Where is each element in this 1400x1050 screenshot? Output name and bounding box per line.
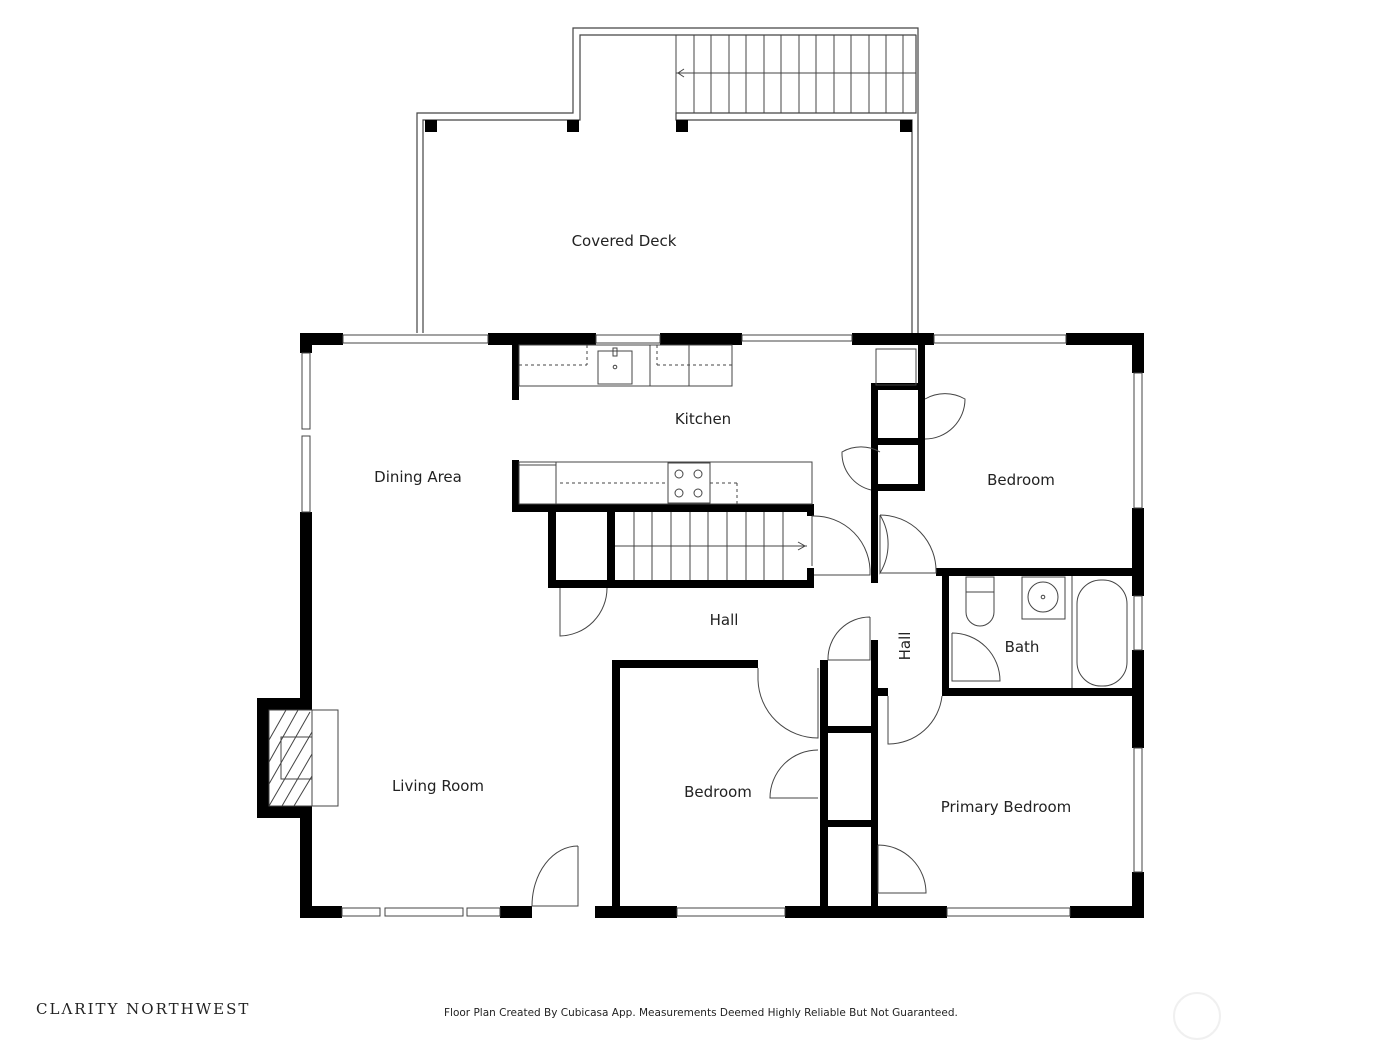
label-kitchen: Kitchen [675, 410, 731, 428]
label-living-room: Living Room [392, 777, 484, 795]
watermark-icon [1173, 992, 1221, 1040]
label-dining-area: Dining Area [374, 468, 462, 486]
fireplace [268, 709, 339, 807]
label-bedroom-s: Bedroom [684, 783, 752, 801]
windows [301, 334, 1143, 917]
label-bath: Bath [1005, 638, 1040, 656]
disclaimer-text: Floor Plan Created By Cubicasa App. Meas… [444, 1007, 958, 1019]
label-hall: Hall [710, 611, 739, 629]
label-hall-vertical: Hall [896, 632, 914, 661]
brand-logo: CLΛRITY NORTHWEST [36, 1000, 251, 1018]
exterior-walls [257, 333, 1144, 918]
interior-walls [512, 345, 1144, 918]
deck-stairs [675, 34, 917, 114]
kitchen-counters [518, 344, 917, 505]
label-bedroom-ne: Bedroom [987, 471, 1055, 489]
label-covered-deck: Covered Deck [572, 232, 677, 250]
covered-deck [416, 27, 919, 333]
bath-fixtures [965, 576, 1128, 688]
doors [531, 393, 1001, 907]
deck-posts [425, 120, 912, 132]
label-primary-bedroom: Primary Bedroom [941, 798, 1072, 816]
interior-stairs [615, 512, 807, 580]
